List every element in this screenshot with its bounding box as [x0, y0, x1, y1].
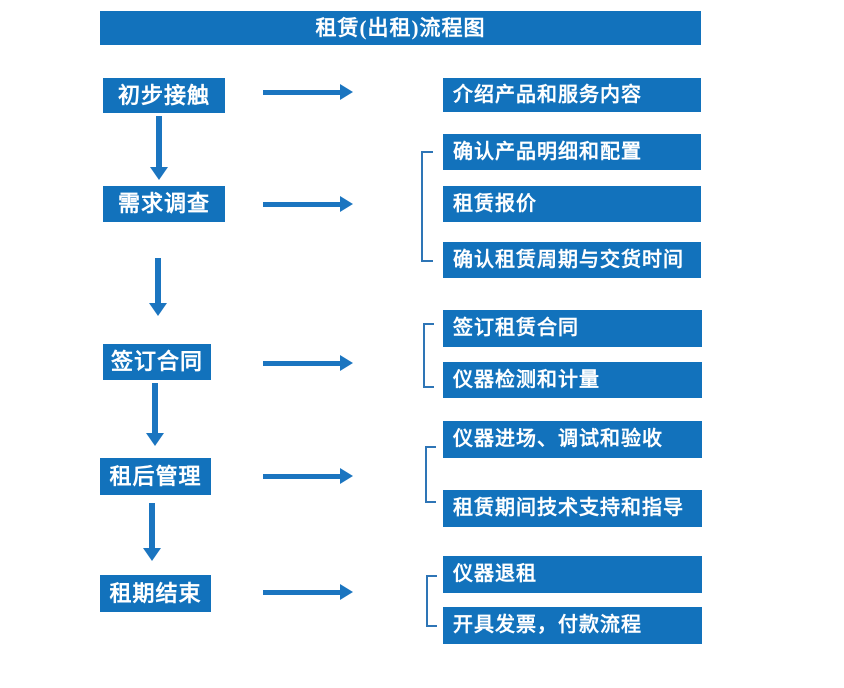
output-introduce-products-services: 介绍产品和服务内容 — [443, 78, 701, 112]
arrow-down-icon — [149, 258, 167, 316]
output-invoice-payment-process: 开具发票，付款流程 — [443, 607, 702, 644]
arrow-right-icon — [263, 584, 353, 601]
step-rental-end: 租期结束 — [100, 575, 211, 612]
arrow-down-icon — [150, 116, 168, 180]
arrow-right-icon — [263, 468, 353, 485]
group-bracket — [426, 575, 437, 627]
output-instrument-return: 仪器退租 — [443, 556, 702, 593]
output-confirm-rental-period-delivery: 确认租赁周期与交货时间 — [443, 242, 701, 278]
output-rental-quote: 租赁报价 — [443, 186, 701, 222]
step-sign-contract: 签订合同 — [103, 344, 211, 380]
output-confirm-product-details: 确认产品明细和配置 — [443, 134, 701, 170]
group-bracket — [421, 151, 433, 262]
output-rental-tech-support-guidance: 租赁期间技术支持和指导 — [443, 490, 702, 527]
output-instrument-testing-metering: 仪器检测和计量 — [443, 362, 702, 398]
arrow-right-icon — [263, 355, 353, 372]
arrow-down-icon — [143, 503, 161, 561]
arrow-right-icon — [263, 84, 353, 101]
output-sign-rental-contract: 签订租赁合同 — [443, 310, 702, 347]
step-post-rental-management: 租后管理 — [100, 458, 211, 495]
step-initial-contact: 初步接触 — [103, 78, 225, 113]
step-demand-survey: 需求调查 — [103, 186, 225, 222]
output-instrument-entry-debug-acceptance: 仪器进场、调试和验收 — [443, 421, 702, 458]
arrow-down-icon — [146, 383, 164, 446]
group-bracket — [423, 323, 434, 388]
flowchart-title: 租赁(出租)流程图 — [100, 11, 701, 45]
arrow-right-icon — [263, 196, 353, 213]
group-bracket — [425, 446, 436, 503]
